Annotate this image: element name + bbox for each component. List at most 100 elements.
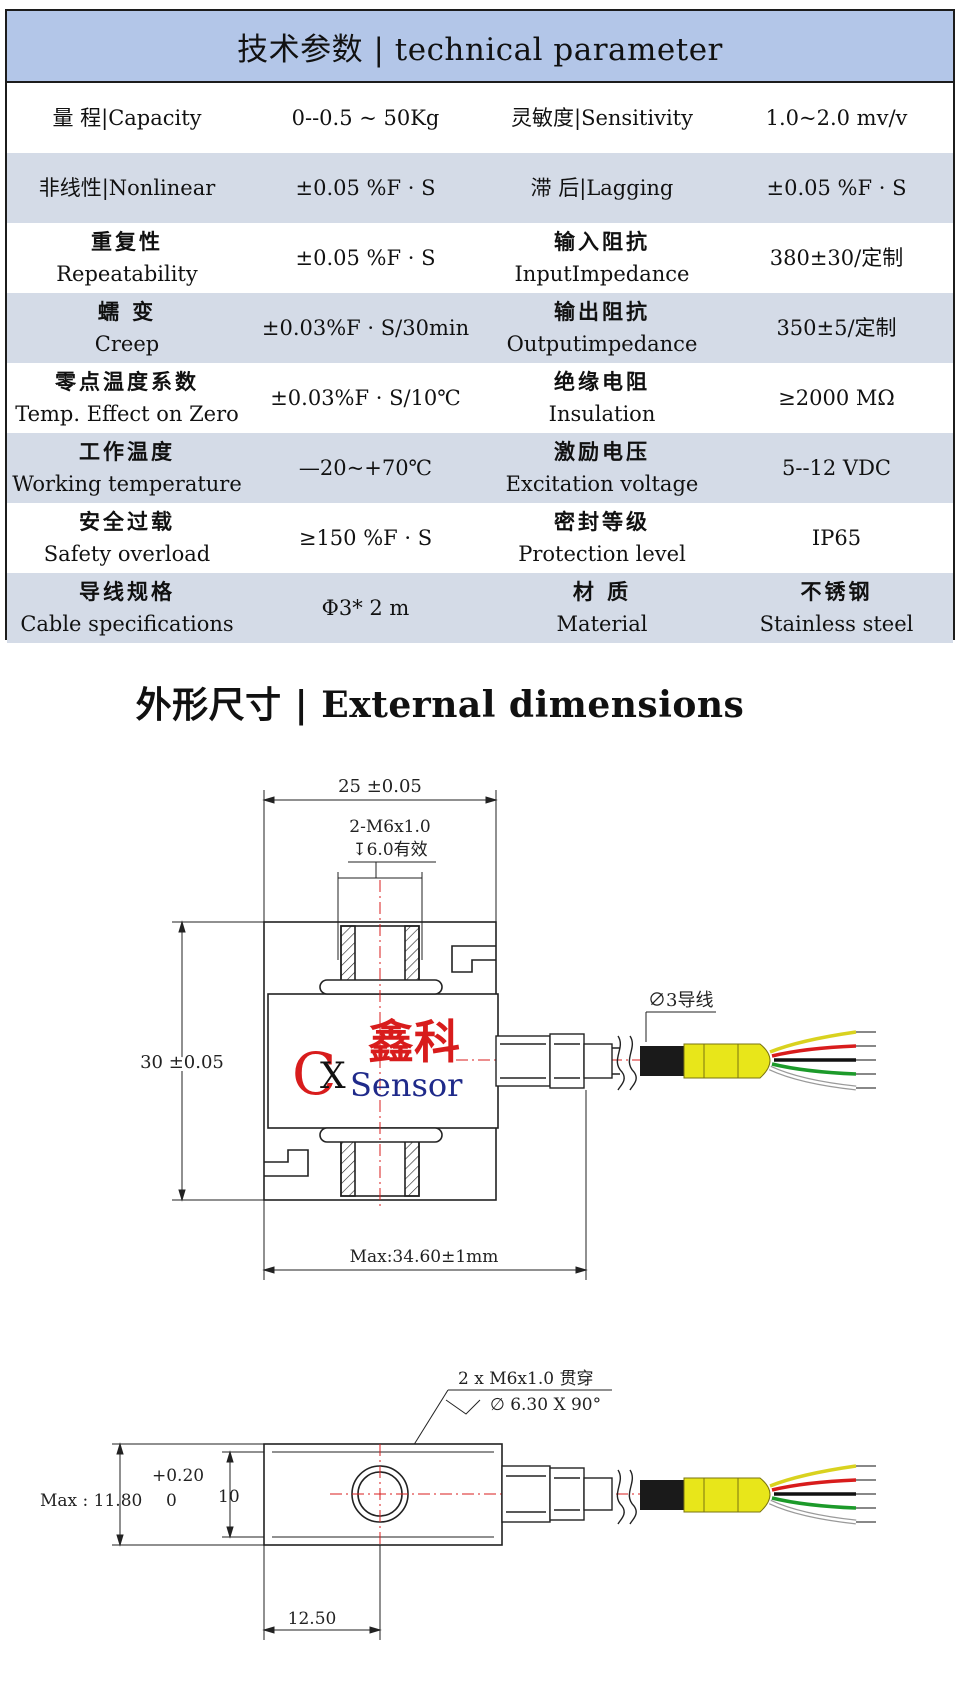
spec-cell: 工作温度 Working temperature — [7, 433, 247, 503]
spec-cell-text: Temp. Effect on Zero — [15, 402, 239, 426]
cable-gland-front — [495, 1033, 613, 1089]
spec-cell-text: ±0.05 %F · S — [295, 245, 436, 270]
spec-cell-text: 灵敏度|Sensitivity — [511, 105, 693, 130]
spec-cell-text: 激励电压 — [554, 439, 650, 464]
cable-gland-side — [501, 1465, 613, 1523]
spec-cell: 5--12 VDC — [720, 433, 953, 503]
spec-row: 工作温度 Working temperature —20~+70℃ 激励电压 Excit… — [7, 433, 953, 503]
max-thickness-label: Max : 11.80 — [40, 1491, 142, 1511]
wires-side — [768, 1464, 857, 1525]
length-label: Max:34.60±1mm — [350, 1247, 499, 1267]
tolerance-lower: 0 — [166, 1491, 177, 1511]
spec-cell: 输入阻抗 InputImpedance — [484, 223, 720, 293]
spec-cell-text: Protection level — [518, 542, 686, 566]
spec-cell-text: ≥2000 MΩ — [778, 385, 895, 410]
spec-row: 蠕 变 Creep ±0.03%F · S/30min 输出阻抗 Outputimped… — [7, 293, 953, 363]
spec-cell-text: 0--0.5 ~ 50Kg — [291, 105, 440, 130]
spec-cell-text: 导线规格 — [79, 579, 175, 604]
spec-cell-text: 不锈钢 — [800, 579, 873, 604]
spec-cell-text: 材 质 — [572, 579, 632, 604]
spec-cell-text: 输出阻抗 — [554, 299, 650, 324]
logo-cn: 鑫科 — [368, 1015, 460, 1069]
spec-cell-text: 绝缘电阻 — [554, 369, 650, 394]
spec-cell: 量 程|Capacity — [7, 83, 247, 153]
width-dimension — [262, 790, 498, 922]
wires-front — [768, 1030, 857, 1091]
spec-cell: IP65 — [720, 503, 953, 573]
cable-label: ∅3导线 — [648, 990, 713, 1011]
spec-cell-text: —20~+70℃ — [298, 455, 433, 480]
spec-cell-text: Working temperature — [12, 472, 242, 496]
spec-cell-text: IP65 — [811, 525, 862, 550]
spec-cell-text: 安全过载 — [79, 509, 175, 534]
spec-cell-text: InputImpedance — [514, 262, 690, 286]
spec-cell-text: 工作温度 — [79, 439, 175, 464]
spec-cell-text: Cable specifications — [20, 612, 234, 636]
wire-tips-front — [856, 1031, 876, 1089]
spec-cell-text: Safety overload — [43, 542, 211, 566]
spec-cell: 350±5/定制 — [720, 293, 953, 363]
length-dimension — [262, 1090, 588, 1280]
cable-leader — [645, 1011, 716, 1042]
spec-cell-text: ±0.05 %F · S — [766, 175, 907, 200]
dimensions-title: 外形尺寸 | External dimensions — [135, 684, 745, 726]
thread-label: 2-M6x1.0 — [349, 817, 430, 837]
spec-row: 导线规格 Cable specifications Φ3* 2 m 材 质 Materi… — [7, 573, 953, 643]
spec-cell-text: Insulation — [548, 402, 656, 426]
spec-cell-text: ≥150 %F · S — [298, 525, 433, 550]
spec-cell: 非线性|Nonlinear — [7, 153, 247, 223]
tolerance-upper: +0.20 — [152, 1466, 204, 1486]
spec-cell: —20~+70℃ — [247, 433, 484, 503]
spec-cell-text: 350±5/定制 — [776, 315, 897, 340]
spec-cell: ±0.05 %F · S — [247, 223, 484, 293]
spec-table-title: 技术参数 | technical parameter — [7, 11, 953, 83]
spec-cell-text: Excitation voltage — [505, 472, 699, 496]
spec-cell: 输出阻抗 Outputimpedance — [484, 293, 720, 363]
height-label: 30 ±0.05 — [140, 1052, 224, 1073]
side-height-label: 10 — [218, 1487, 240, 1507]
depth-label: ↧6.0有效 — [352, 840, 427, 860]
spec-cell: ±0.03%F · S/10℃ — [247, 363, 484, 433]
spec-cell: 1.0~2.0 mv/v — [720, 83, 953, 153]
spec-cell-text: Creep — [94, 332, 160, 356]
spec-cell-text: Φ3* 2 m — [321, 595, 410, 620]
spec-cell: 安全过载 Safety overload — [7, 503, 247, 573]
spec-cell: 380±30/定制 — [720, 223, 953, 293]
spec-cell-text: 1.0~2.0 mv/v — [765, 105, 908, 130]
side-height-dimensions — [112, 1442, 264, 1547]
spec-cell: 激励电压 Excitation voltage — [484, 433, 720, 503]
spec-cell: 蠕 变 Creep — [7, 293, 247, 363]
spec-cell-text: ±0.03%F · S/10℃ — [270, 385, 461, 410]
spec-cell-text: ±0.03%F · S/30min — [261, 315, 470, 340]
spec-cell-text: Stainless steel — [759, 612, 914, 636]
width-label: 25 ±0.05 — [338, 776, 422, 797]
spec-cell-text: 滞 后|Lagging — [530, 175, 674, 200]
spec-cell-text: 蠕 变 — [97, 299, 157, 324]
logo-sensor: Sensor — [350, 1066, 463, 1104]
spec-cell: 材 质 Material — [484, 573, 720, 643]
side-thread-label: 2 x M6x1.0 贯穿 — [458, 1369, 593, 1389]
spec-cell-text: 密封等级 — [554, 509, 650, 534]
spec-cell: ±0.05 %F · S — [247, 153, 484, 223]
chamfer-label: ∅ 6.30 X 90° — [490, 1395, 601, 1415]
spec-cell-text: 380±30/定制 — [769, 245, 904, 270]
spec-cell-text: ±0.05 %F · S — [295, 175, 436, 200]
cable-side — [616, 1469, 771, 1525]
spec-cell-text: 量 程|Capacity — [52, 105, 202, 130]
logo-c: C — [292, 1040, 336, 1108]
wire-tips-side — [856, 1465, 876, 1523]
spec-cell-text: 5--12 VDC — [781, 455, 892, 480]
spec-cell: 滞 后|Lagging — [484, 153, 720, 223]
xinke-logo: C X 鑫科 Sensor — [292, 1015, 463, 1108]
spec-cell-text: 输入阻抗 — [554, 229, 650, 254]
front-centerlines — [379, 880, 660, 1210]
spec-row: 非线性|Nonlinear ±0.05 %F · S 滞 后|Lagging ±0.0… — [7, 153, 953, 223]
spec-cell-text: Material — [556, 612, 648, 636]
spec-cell-text: Outputimpedance — [506, 332, 698, 356]
spec-cell: 绝缘电阻 Insulation — [484, 363, 720, 433]
spec-cell: ±0.03%F · S/30min — [247, 293, 484, 363]
